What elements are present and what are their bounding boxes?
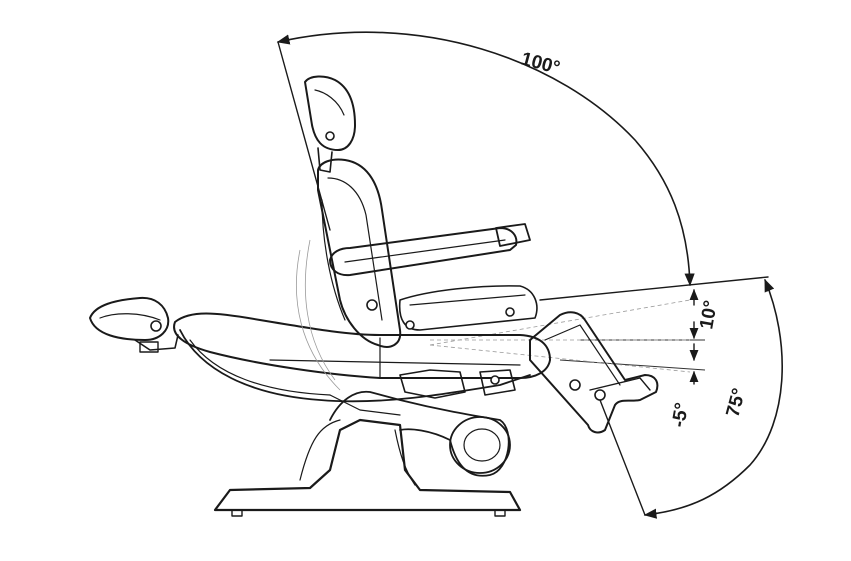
seat-underside [179, 329, 531, 403]
seat-side-panel [398, 285, 538, 331]
backrest [317, 158, 402, 348]
footrest-pad [89, 296, 170, 341]
seat-down-angle-label: -5° [668, 401, 693, 429]
legrest-reference-line [599, 399, 646, 516]
armrest [329, 227, 518, 277]
dimension-lines [276, 31, 783, 519]
chair-column [329, 390, 510, 477]
seat-frame [399, 369, 466, 399]
lift-motor [449, 416, 511, 474]
backrest-reference-line [277, 41, 331, 231]
armrest-tray [495, 223, 531, 247]
legrest-angle-arc [643, 278, 783, 519]
legrest [529, 311, 659, 434]
backrest-angle-label: 100° [519, 49, 562, 79]
chair-base [213, 418, 522, 512]
chair-drawing [89, 75, 659, 517]
headrest [304, 75, 356, 151]
seat-cushion [173, 312, 551, 379]
seat-upper-line [539, 276, 769, 301]
angle-labels: 100° 10° -5° 75° [519, 49, 751, 429]
backrest-angle-arc [276, 31, 695, 287]
seat-up-angle-label: 10° [696, 299, 722, 331]
legrest-angle-label: 75° [723, 386, 751, 419]
seat-lower-line [559, 359, 706, 371]
